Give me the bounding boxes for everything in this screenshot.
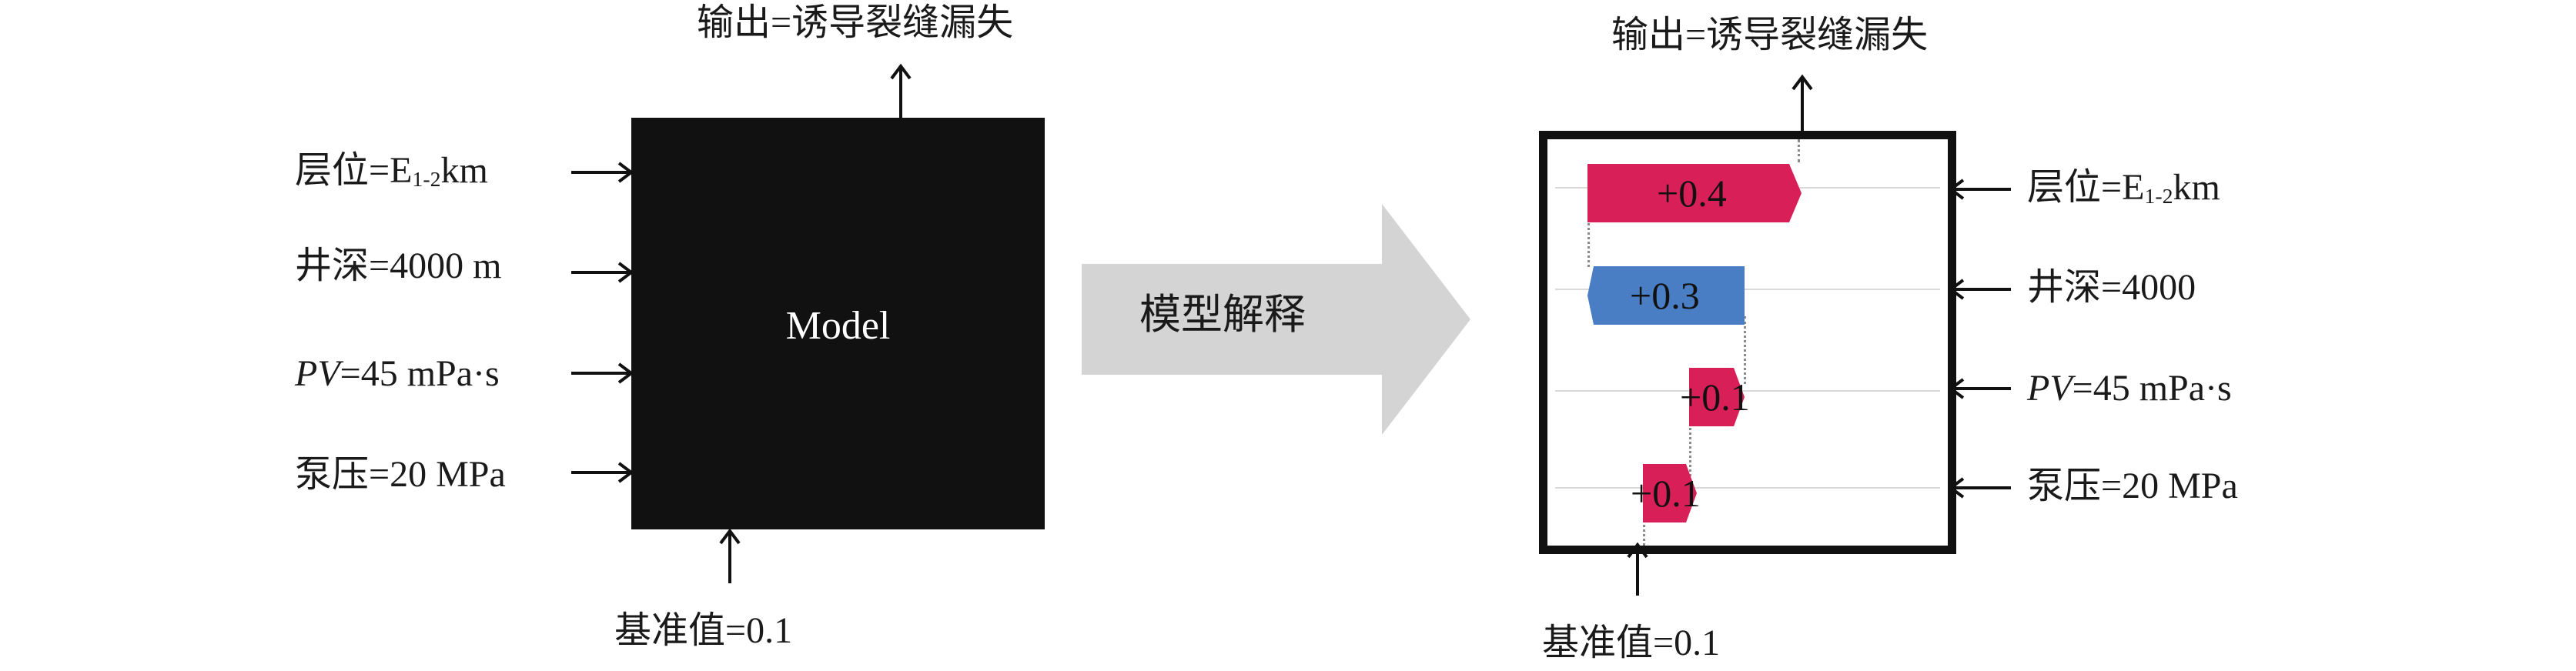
shap-waterfall-panel: +0.4 +0.3 +0.1 +0.1 xyxy=(1539,131,1956,554)
connector-output xyxy=(1798,139,1800,162)
left-input-arrow-pump-pressure xyxy=(571,462,634,483)
connector-2-3 xyxy=(1744,316,1746,384)
right-input-arrow-formation xyxy=(1948,179,2011,200)
right-input-label-pump-pressure: 泵压=20 MPa xyxy=(2027,466,2238,506)
connector-3-4 xyxy=(1689,418,1691,476)
connector-1-2 xyxy=(1587,210,1590,267)
left-input-label-pump-pressure: 泵压=20 MPa xyxy=(295,454,506,495)
right-output-arrow xyxy=(1791,74,1813,131)
left-base-arrow xyxy=(719,528,741,583)
contribution-bar-formation xyxy=(1587,164,1802,222)
right-input-arrow-pump-pressure xyxy=(1948,477,2011,499)
right-output-label: 输出=诱导裂缝漏失 xyxy=(1611,15,1929,55)
right-input-label-formation: 层位=E1-2km xyxy=(2027,167,2220,209)
left-output-label: 输出=诱导裂缝漏失 xyxy=(697,2,1014,43)
right-input-label-pv: PV=45 mPa·s xyxy=(2027,368,2232,409)
gridline-row-4 xyxy=(1555,487,1940,489)
left-base-label: 基准值=0.1 xyxy=(614,610,793,651)
left-input-arrow-pv xyxy=(571,362,634,384)
left-output-arrow xyxy=(890,63,912,119)
right-input-label-depth: 井深=4000 xyxy=(2027,267,2196,308)
gridline-row-3 xyxy=(1555,390,1940,392)
left-input-label-pv: PV=45 mPa·s xyxy=(295,353,500,394)
contribution-bar-pv xyxy=(1689,368,1745,426)
contribution-label-depth: +0.3 xyxy=(1630,274,1700,317)
explain-label: 模型解释 xyxy=(1139,292,1306,338)
model-black-box: Model xyxy=(631,118,1045,529)
right-base-label: 基准值=0.1 xyxy=(1542,623,1721,663)
gridline-row-2 xyxy=(1555,289,1940,290)
model-label: Model xyxy=(785,304,891,348)
right-input-arrow-depth xyxy=(1948,279,2011,300)
contribution-bar-pump-pressure xyxy=(1643,464,1697,522)
explain-arrow-shape xyxy=(1082,204,1470,435)
contribution-label-pv: +0.1 xyxy=(1680,376,1750,419)
connector-base xyxy=(1643,515,1645,546)
right-input-arrow-pv xyxy=(1948,378,2011,399)
contribution-label-pump-pressure: +0.1 xyxy=(1631,472,1701,515)
right-base-arrow xyxy=(1627,542,1648,596)
left-input-label-depth: 井深=4000 m xyxy=(295,245,502,286)
left-input-label-formation: 层位=E1-2km xyxy=(295,150,488,192)
left-input-arrow-formation xyxy=(571,162,634,183)
contribution-bar-depth xyxy=(1587,266,1745,325)
left-input-arrow-depth xyxy=(571,262,634,283)
contribution-label-formation: +0.4 xyxy=(1657,172,1727,215)
